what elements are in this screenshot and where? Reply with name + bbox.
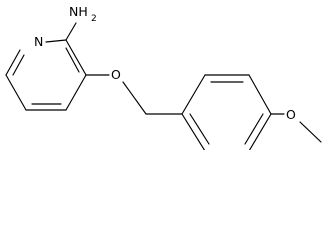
- double-bond-benzene-left: [189, 113, 210, 145]
- bond-c5-c6: [5, 74, 27, 111]
- pyridine-ring: [5, 39, 87, 111]
- bond-c2-amine: [65, 22, 77, 41]
- double-bond-c6-n: [12, 54, 25, 76]
- double-bond-c2-c3: [65, 47, 80, 73]
- bond-oxygen-ch2: [122, 81, 147, 115]
- bond-benzene-4: [248, 113, 272, 150]
- methoxy-oxygen-label: O: [286, 107, 296, 122]
- amine-subscript-label: 2: [91, 14, 97, 24]
- bond-c3-c4: [65, 74, 87, 111]
- ring-nitrogen-label: N: [34, 34, 43, 49]
- bond-c2-c3: [65, 39, 87, 76]
- substituent-bonds: [65, 22, 183, 115]
- benzene-ring: [181, 74, 272, 150]
- double-bond-benzene-right: [244, 113, 264, 145]
- ether-oxygen-label: O: [111, 67, 121, 82]
- bond-n-c2: [45, 39, 67, 43]
- bond-c6-n: [5, 49, 21, 76]
- bond-benzene-6: [181, 113, 206, 150]
- chemical-structure-diagram: N NH 2 O O: [5, 4, 322, 150]
- bond-methoxy-methyl: [299, 121, 322, 143]
- bond-benzene-1: [181, 74, 206, 115]
- amine-label: NH: [69, 4, 88, 19]
- methoxy-group: [270, 113, 322, 143]
- bond-benzene-3: [248, 74, 272, 115]
